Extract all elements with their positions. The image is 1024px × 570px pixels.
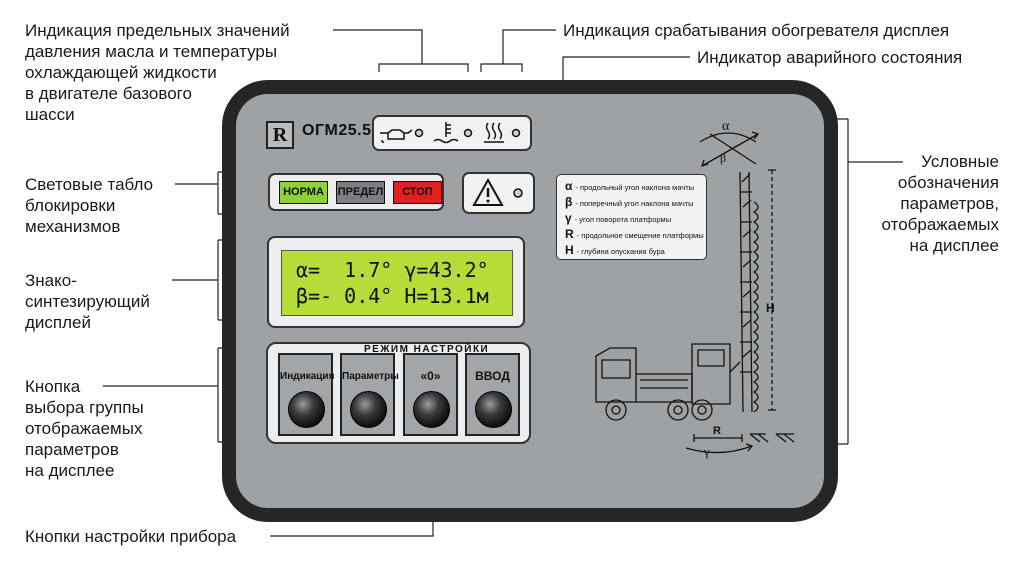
drawing-r: R: [713, 425, 721, 437]
callout-alarm: Индикатор аварийного состояния: [697, 48, 963, 67]
coolant-led: [463, 128, 473, 138]
lcd-screen: α= 1.7° γ=43.2° β=- 0.4° H=13.1м: [281, 250, 513, 316]
enter-button[interactable]: ВВОД: [465, 353, 520, 436]
alarm-indicator: [472, 177, 523, 206]
lcd-display: α= 1.7° γ=43.2° β=- 0.4° H=13.1м: [267, 236, 525, 328]
drilling-rig-drawing: α β H R γ: [595, 119, 795, 459]
legend-row-alpha: α- продольный угол наклона мачты: [565, 179, 695, 193]
indication-button[interactable]: Индикация: [278, 353, 335, 436]
parameters-button-label: Параметры: [342, 371, 399, 382]
indication-knob[interactable]: [288, 391, 325, 428]
callout-symbols: Условные обозначения параметров, отображ…: [881, 152, 999, 255]
drawing-gamma: γ: [703, 444, 710, 459]
model-name: ОГМ25.5: [302, 122, 372, 139]
legend-row-h: H- глубина опускания бура: [565, 243, 665, 257]
oil-pressure-led: [414, 128, 424, 138]
zero-knob[interactable]: [413, 391, 450, 428]
callout-oil-temp-limits: Индикация предельных значений давления м…: [25, 21, 290, 124]
warning-triangle-icon: [472, 177, 504, 206]
zero-button-label: «0»: [420, 369, 441, 383]
lamp-norma: НОРМА: [279, 181, 328, 204]
drawing-h: H: [766, 301, 775, 315]
lamp-predel: ПРЕДЕЛ: [336, 181, 385, 204]
heater-led: [511, 128, 521, 138]
callout-heater: Индикация срабатывания обогревателя дисп…: [563, 21, 950, 40]
callout-display: Знако- синтезирующий дисплей: [25, 271, 150, 332]
parameters-knob[interactable]: [350, 391, 387, 428]
alarm-indicator-box: [462, 172, 535, 214]
engine-status-icons: [380, 122, 521, 144]
legend-row-gamma: γ- угол поворота платформы: [565, 211, 672, 225]
alpha-arc: [699, 132, 757, 143]
legend-row-beta: β- поперечный угол наклона мачты: [565, 195, 694, 209]
lcd-line-2: β=- 0.4° H=13.1м: [296, 284, 489, 308]
coolant-temperature-icon: [433, 122, 459, 144]
enter-knob[interactable]: [475, 391, 512, 428]
alarm-led: [513, 188, 523, 198]
lcd-line-1: α= 1.7° γ=43.2°: [296, 258, 489, 282]
callout-light-boards: Световые табло блокировки механизмов: [25, 175, 154, 236]
oil-pressure-icon: [380, 129, 413, 143]
engine-status-indicators: [372, 115, 532, 151]
indication-button-label: Индикация: [280, 371, 335, 382]
parameters-button[interactable]: Параметры: [340, 353, 399, 436]
callout-settings-buttons: Кнопки настройки прибора: [25, 527, 237, 546]
display-heater-icon: [484, 122, 504, 143]
drawing-beta: β: [720, 151, 726, 165]
symbols-legend: α- продольный угол наклона мачты β- попе…: [556, 174, 707, 260]
legend-row-r: R- продольное смещение платформы: [565, 227, 704, 241]
zero-button[interactable]: «0»: [403, 353, 458, 436]
enter-button-label: ВВОД: [475, 369, 510, 383]
callout-group-button: Кнопка выбора группы отображаемых параме…: [25, 377, 144, 480]
lamp-stop: СТОП: [393, 181, 442, 204]
brand-logo: R: [266, 121, 294, 149]
drawing-alpha: α: [722, 119, 730, 134]
settings-mode-title: РЕЖИМ НАСТРОЙКИ: [364, 344, 490, 355]
